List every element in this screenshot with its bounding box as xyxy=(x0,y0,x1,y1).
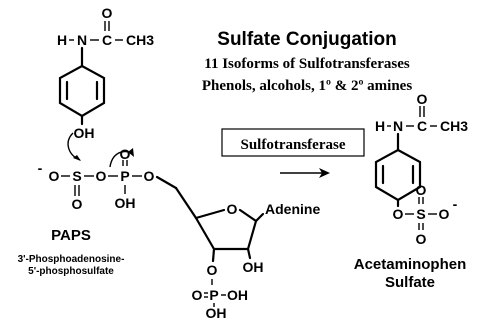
svg-text:H: H xyxy=(57,32,67,48)
product-name-line1: Acetaminophen xyxy=(354,256,467,273)
svg-text:S: S xyxy=(416,206,425,222)
svg-text:CH3: CH3 xyxy=(440,118,468,134)
svg-text:P: P xyxy=(120,168,129,184)
svg-text:O: O xyxy=(49,168,60,184)
right-benzene-ring xyxy=(374,148,422,208)
svg-text:O: O xyxy=(393,206,404,222)
subtitle-substrates: Phenols, alcohols, 1º & 2º amines xyxy=(202,78,412,94)
enzyme-label: Sulfotransferase xyxy=(241,137,346,153)
svg-text:O: O xyxy=(227,201,238,217)
svg-text:O: O xyxy=(96,168,107,184)
svg-text:O: O xyxy=(417,91,428,107)
svg-text:O: O xyxy=(144,168,155,184)
paps-fullname-line2: 5'-phosphosulfate xyxy=(28,266,114,277)
right-sulfate-group: O S O O - O xyxy=(393,182,458,247)
left-sulfate-chain: - O S O P O O O OH xyxy=(38,146,198,220)
mechanism-arrows xyxy=(67,132,134,168)
left-benzene-ring xyxy=(58,64,106,126)
svg-text:-: - xyxy=(453,196,458,212)
svg-text:O: O xyxy=(439,206,450,222)
svg-text:-: - xyxy=(38,160,43,176)
paps-fullname-line1: 3'-Phosphoadenosine- xyxy=(18,254,125,265)
reaction-arrow xyxy=(280,168,330,178)
svg-text:OH: OH xyxy=(206,305,227,321)
subtitle-isoforms: 11 Isoforms of Sulfotransferases xyxy=(204,56,410,72)
svg-text:N: N xyxy=(77,32,87,48)
svg-text:CH3: CH3 xyxy=(126,32,154,48)
svg-text:C: C xyxy=(102,32,112,48)
product-name-line2: Sulfate xyxy=(385,274,435,291)
svg-text:S: S xyxy=(72,168,81,184)
svg-text:O: O xyxy=(416,182,427,198)
paps-label: PAPS xyxy=(51,227,91,244)
svg-text:O: O xyxy=(120,146,131,162)
left-amide-group: H N C CH3 O xyxy=(57,5,154,68)
svg-text:H: H xyxy=(375,118,385,134)
svg-text:P: P xyxy=(209,287,218,303)
svg-text:OH: OH xyxy=(115,195,136,211)
ribose-ring: O Adenine OH O xyxy=(194,201,320,285)
svg-text:OH: OH xyxy=(243,259,264,275)
phenol-oh: OH xyxy=(74,125,95,141)
svg-text:O: O xyxy=(207,262,218,278)
svg-text:O: O xyxy=(192,287,203,303)
right-amide-group: H N C CH3 O xyxy=(375,91,468,152)
svg-text:O: O xyxy=(416,231,427,247)
adenine-label: Adenine xyxy=(265,201,320,217)
svg-text:OH: OH xyxy=(227,287,248,303)
svg-text:O: O xyxy=(72,196,83,212)
svg-text:C: C xyxy=(417,118,427,134)
title: Sulfate Conjugation xyxy=(217,29,396,50)
svg-text:N: N xyxy=(393,118,403,134)
enzyme-box xyxy=(221,128,365,157)
svg-text:O: O xyxy=(102,5,113,21)
three-prime-phosphate: O P OH OH xyxy=(192,287,248,321)
